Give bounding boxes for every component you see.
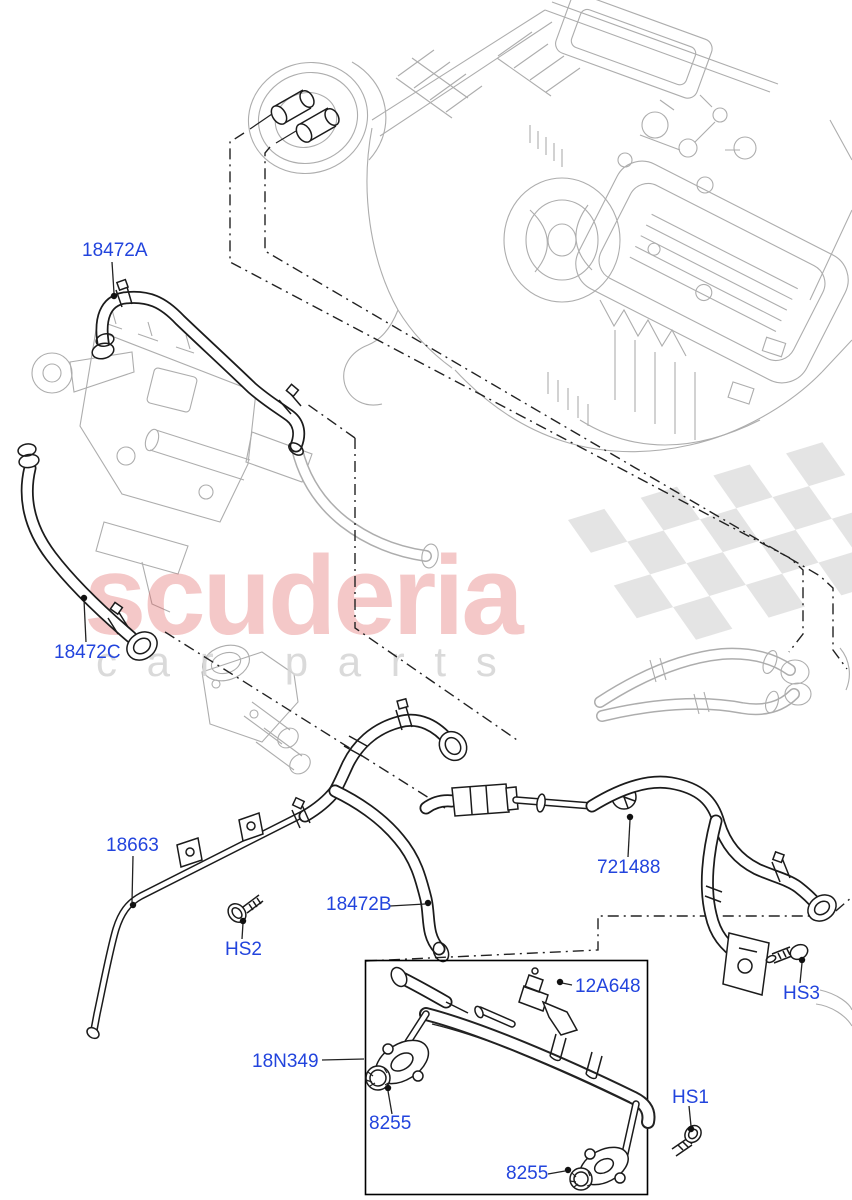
hose-18472c	[17, 443, 158, 661]
watermark: scuderia c a r p a r t s	[84, 442, 852, 685]
screw-hs2	[227, 894, 264, 923]
reference-dash-lines	[164, 132, 852, 962]
part-label-18472c[interactable]: 18472C	[54, 642, 121, 663]
part-label-18663[interactable]: 18663	[106, 835, 159, 856]
hose-18472a	[91, 278, 306, 456]
part-label-8255-bottom[interactable]: 8255	[506, 1163, 549, 1184]
part-label-8255-left[interactable]: 8255	[369, 1113, 412, 1134]
pipe-721488-assembly	[419, 775, 837, 996]
watermark-tagline-text: c a r p a r t s	[96, 638, 506, 685]
heater-hoses-ghost	[594, 647, 852, 1027]
part-label-12a648[interactable]: 12A648	[575, 976, 641, 997]
heater-core-pipes	[249, 89, 340, 144]
part-label-721488[interactable]: 721488	[597, 857, 661, 878]
part-label-hs1[interactable]: HS1	[672, 1087, 709, 1108]
watermark-brand-text: scuderia	[84, 533, 524, 658]
part-label-18472a[interactable]: 18472A	[82, 240, 148, 261]
hose-18472b-assembly	[291, 697, 468, 963]
water-manifold-18n349	[365, 966, 656, 1191]
screw-hs1	[671, 1124, 702, 1157]
leader-lines	[83, 261, 803, 1175]
part-label-hs2[interactable]: HS2	[225, 939, 262, 960]
engine-assembly-ghost	[31, 309, 439, 613]
hvac-assembly-ghost	[247, 0, 852, 453]
part-label-hs3[interactable]: HS3	[783, 983, 820, 1004]
watermark-checkered-flag	[568, 442, 852, 640]
coolant-valve-ghost	[201, 644, 311, 775]
leader-dots	[80, 292, 806, 1174]
part-label-18472b[interactable]: 18472B	[326, 894, 392, 915]
part-label-18n349[interactable]: 18N349	[252, 1051, 319, 1072]
